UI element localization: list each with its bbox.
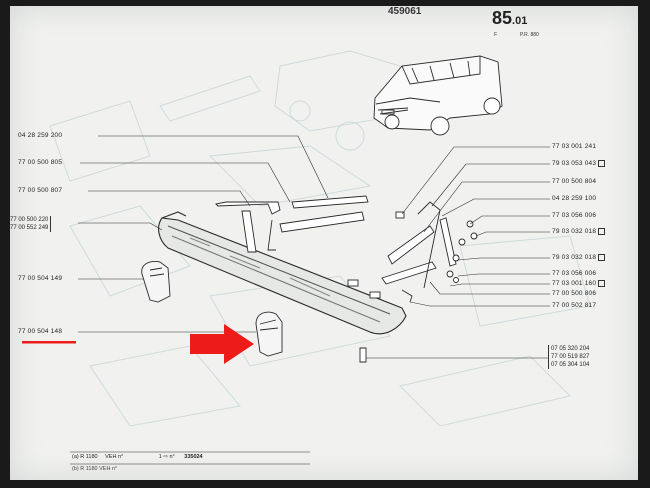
checkbox-mark-icon (598, 160, 606, 167)
page-number: 85.01 (492, 8, 527, 29)
label-79-03-032-018-a-text: 79 03 032 018 (552, 228, 597, 236)
label-79-03-032-018-a: 79 03 032 018 (552, 228, 606, 236)
footer-line-1: (a) R 1180 VEH n° 1 ⇨ n° 335024 (72, 454, 203, 460)
label-77-00-502-817: 77 00 502 817 (552, 302, 597, 309)
label-77-00-504-149: 77 00 504 149 (18, 275, 63, 282)
label-77-03-056-006-a: 77 03 056 006 (552, 212, 597, 219)
label-77-00-519-827: 77 00 519 827 (551, 354, 590, 360)
label-group-right: 07 05 320 204 77 00 519 827 07 05 304 10… (548, 345, 589, 369)
label-79-03-053-043: 79 03 053 043 (552, 160, 606, 168)
label-77-00-500-805: 77 00 500 805 (18, 159, 63, 166)
label-79-03-032-018-b: 79 03 032 018 (552, 254, 606, 262)
checkbox-mark-icon (598, 254, 606, 261)
label-77-03-001-160-text: 77 03 001 160 (552, 280, 597, 288)
label-07-05-320-204: 07 05 320 204 (551, 346, 590, 352)
footer-prefix: (a) R 1180 (72, 454, 98, 460)
footer-arrow: 1 ⇨ n° (158, 454, 175, 460)
label-group-left: 77 00 500 220 77 00 552 249 (10, 216, 52, 232)
red-arrow-icon (190, 324, 254, 364)
bumper-drawing (158, 211, 407, 335)
red-underline (22, 341, 76, 344)
label-77-00-500-804: 77 00 500 804 (552, 178, 597, 185)
label-77-03-056-006-b: 77 03 056 006 (552, 270, 597, 277)
label-77-03-001-160: 77 03 001 160 (552, 280, 606, 288)
checkbox-mark-icon (598, 280, 606, 287)
top-code: 459061 (388, 6, 422, 17)
label-79-03-032-018-b-text: 79 03 032 018 (552, 254, 597, 262)
footer-line-2: (b) R 1180 VEH n° (72, 466, 118, 472)
label-04-28-259-100: 04 28 259 100 (552, 195, 597, 202)
catalog-page: 459061 85.01 F P.R. 880 (10, 6, 638, 480)
label-77-00-500-806: 77 00 500 806 (552, 290, 597, 297)
label-04-28-259-200: 04 28 259 200 (18, 132, 63, 139)
label-77-00-500-807: 77 00 500 807 (18, 187, 63, 194)
footer-veh: VEH n° (105, 454, 124, 460)
footer-number: 335024 (184, 454, 203, 460)
label-77-00-504-148: 77 00 504 148 (18, 328, 63, 335)
label-79-03-053-043-text: 79 03 053 043 (552, 160, 597, 168)
label-77-00-552-249: 77 00 552 249 (10, 225, 49, 231)
pr-left: F (494, 32, 498, 38)
label-07-05-304-104: 07 05 304 104 (551, 362, 590, 368)
pr-right: P.R. 880 (520, 32, 539, 38)
page-number-main: 85 (492, 8, 513, 28)
page-number-sub: .01 (512, 15, 528, 27)
checkbox-mark-icon (598, 228, 606, 235)
exploded-diagram (22, 55, 550, 465)
car-illustration (373, 55, 503, 136)
label-77-03-001-241: 77 03 001 241 (552, 143, 597, 150)
label-77-00-500-220: 77 00 500 220 (10, 217, 49, 223)
